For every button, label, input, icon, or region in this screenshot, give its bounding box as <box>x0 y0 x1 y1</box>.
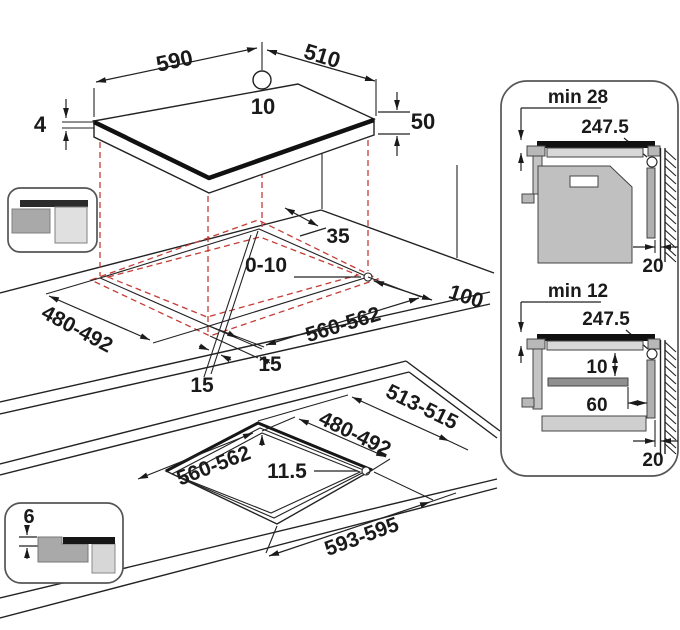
cabinet-icon <box>91 543 116 574</box>
recess-depth-label: 513-515 <box>382 380 462 435</box>
dim-edge-offset: 10 <box>251 70 275 119</box>
hob-width-label: 590 <box>154 45 195 77</box>
ledge-width-label: 11.5 <box>267 460 307 483</box>
dim-install-depth: 50 <box>378 92 435 156</box>
rear-spacer-bar <box>646 167 656 239</box>
barrier-shelf-section <box>547 377 629 387</box>
front-clearance-label: 100 <box>446 280 486 313</box>
oven-clearance-section: min 28 247.5 20 <box>518 87 678 277</box>
oven-vent-icon <box>569 175 599 188</box>
recess-width-label: 593-595 <box>322 513 403 561</box>
dim-adjust-range: 0-10 <box>245 254 373 282</box>
hob-depth-label: 510 <box>301 39 343 74</box>
hob-glass-icon <box>63 537 115 544</box>
rear-gap-label: 35 <box>326 225 350 248</box>
worktop-rear-edge <box>0 360 407 465</box>
worktop-right-section <box>647 338 661 350</box>
worktop-right-section <box>647 145 661 157</box>
cutout-inner-outline <box>105 236 361 318</box>
hob-glass-edge <box>93 117 375 181</box>
hob-glass-section <box>537 141 655 148</box>
clearance-panel: min 28 247.5 20 min 12 <box>500 80 679 477</box>
dim-side-margin: 15 <box>190 230 259 397</box>
isometric-hob-view: 4 590 510 10 50 <box>34 39 435 194</box>
reference-circle <box>252 70 272 90</box>
worktop-front-edge-top <box>0 291 491 403</box>
connection-point <box>646 156 658 168</box>
wall-section <box>659 148 666 262</box>
dim-glass-thickness: 4 <box>34 99 69 150</box>
cabinet-panel-section <box>532 348 543 410</box>
min-gap-label: min 28 <box>548 87 608 108</box>
barrier-gap-label: 10 <box>586 357 607 378</box>
cutout-depth-label: 480-492 <box>315 407 394 461</box>
drawer-clearance-section: min 12 247.5 10 60 <box>518 281 678 471</box>
dim-recess-width: 593-595 <box>265 471 457 561</box>
connection-offset-label: 247.5 <box>581 117 629 138</box>
cutout-width-label: 560-562 <box>303 303 383 348</box>
wall-hatching <box>664 149 677 263</box>
glass-thickness-label: 4 <box>34 112 47 137</box>
hob-footprint-outline <box>89 219 380 337</box>
worktop-left-section <box>526 338 546 350</box>
oven-icon <box>11 208 51 234</box>
drawer-section-shape <box>541 415 647 432</box>
ledge-depth-label: 6 <box>23 506 34 528</box>
hob-body-section <box>546 147 644 158</box>
cutout-depth-label: 480-492 <box>38 301 117 357</box>
dim-cutout-depth: 480-492 <box>38 277 210 358</box>
edge-offset-label: 10 <box>251 94 275 119</box>
flush-mount-detail-icon: 6 <box>4 502 124 584</box>
hob-glass-section <box>537 334 655 341</box>
hob-glass-top <box>91 83 376 178</box>
worktop-right-edge-2 <box>408 371 498 439</box>
connection-offset-label: 247.5 <box>582 309 630 330</box>
adjust-range-label: 0-10 <box>245 254 287 277</box>
dim-front-margin: 15 <box>208 325 282 376</box>
dim-rear-gap: 35 <box>284 207 350 248</box>
install-depth-label: 50 <box>411 109 435 134</box>
wall-gap-label: 20 <box>642 256 663 277</box>
side-margin-label: 15 <box>190 374 214 397</box>
wall-gap-label: 20 <box>642 450 663 471</box>
connection-point <box>646 348 658 360</box>
barrier-offset-label: 60 <box>586 395 607 416</box>
dim-cutout-width: 560-562 <box>137 432 254 490</box>
worktop-left-section <box>526 145 546 157</box>
worktop-right-edge <box>320 209 495 274</box>
worktop-cutout-view: 35 0-10 100 480-492 560-562 <box>0 140 495 415</box>
dim-cutout-width: 560-562 <box>208 276 422 348</box>
surface-mount-detail-icon <box>7 187 98 253</box>
dim-barrier-offset: 60 <box>586 387 647 416</box>
glass-edge-lines <box>62 121 94 129</box>
oven-section-shape <box>537 165 633 264</box>
hob-glass-icon <box>20 200 88 207</box>
cabinet-rail-section <box>521 397 535 408</box>
worktop-rear-edge <box>0 209 322 294</box>
dim-barrier-gap: 10 <box>586 353 618 378</box>
rear-spacer-bar <box>646 359 656 419</box>
front-margin-label: 15 <box>258 353 282 376</box>
worktop-right-edge <box>405 360 501 432</box>
worktop-rear-edge-2 <box>0 371 410 476</box>
wall-section <box>659 340 666 454</box>
cabinet-rail-section <box>521 193 535 204</box>
hob-body-section <box>546 340 644 351</box>
min-gap-label: min 12 <box>548 281 608 302</box>
cabinet-icon <box>54 206 88 244</box>
